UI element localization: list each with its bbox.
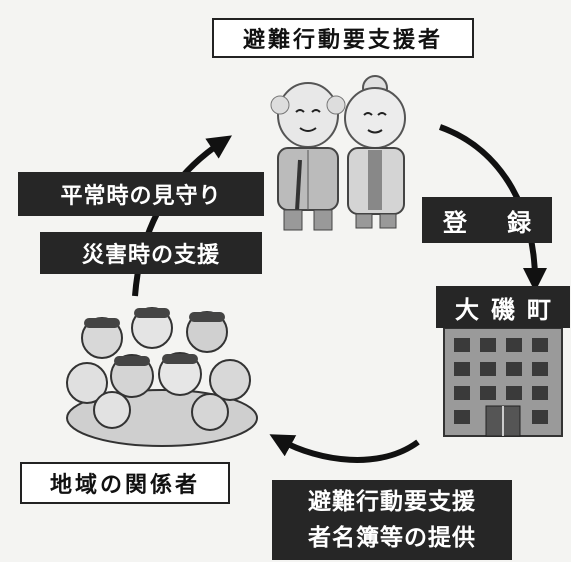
town-hall-building-icon: [443, 328, 563, 437]
community-label: 地域の関係者: [20, 462, 230, 504]
label-register: 登 録: [422, 197, 552, 243]
label-list-line-2: 者名簿等の提供: [308, 525, 476, 551]
elderly-title: 避難行動要支援者: [212, 18, 474, 58]
community-crowd-icon: [66, 307, 258, 447]
arrow-town-to-community: [269, 434, 420, 463]
label-list-provision: 避難行動要支援 者名簿等の提供: [272, 480, 512, 560]
label-normal-monitoring: 平常時の見守り: [18, 172, 264, 216]
label-town: 大磯町: [436, 286, 570, 328]
elderly-couple-icon: [270, 75, 406, 231]
label-disaster-support: 災害時の支援: [40, 232, 262, 274]
label-list-line-1: 避難行動要支援: [308, 489, 476, 515]
arrow-elderly-to-town: [438, 124, 547, 292]
